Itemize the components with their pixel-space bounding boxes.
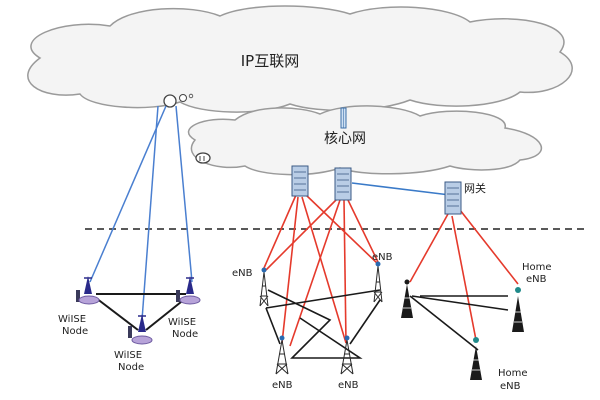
internet-cloud-shape xyxy=(27,5,573,113)
internet-core-connector xyxy=(340,107,347,129)
home-enb-bottom-line2: eNB xyxy=(500,381,521,392)
wiise-node-2: WiISE Node xyxy=(168,276,201,340)
enb-bottom-left: eNB xyxy=(272,335,293,391)
wireless-links xyxy=(89,105,193,321)
gateway-label: 网关 xyxy=(464,181,486,195)
home-enb-right-line1: Home xyxy=(522,262,552,273)
home-enb-tower-icon xyxy=(512,287,524,332)
internet-access-point-icon xyxy=(163,93,194,108)
internet-cloud: IP互联网 xyxy=(27,5,573,113)
core-network-cloud: 核心网 xyxy=(187,105,543,176)
enb-top-right-label: eNB xyxy=(372,252,393,263)
wiise-node-icon xyxy=(128,314,153,345)
home-enb-right: Home eNB xyxy=(512,262,552,332)
enb-top-left-label: eNB xyxy=(232,268,253,279)
enb-bottom-left-label: eNB xyxy=(272,380,293,391)
home-enb-right-line2: eNB xyxy=(526,274,547,285)
enb-top-right: eNB xyxy=(372,252,393,303)
wiise-node-2-line2: Node xyxy=(172,329,198,340)
internet-cloud-label: IP互联网 xyxy=(241,52,299,70)
enb-bottom-right-label: eNB xyxy=(338,380,359,391)
enb-tower-icon xyxy=(275,335,289,375)
gateway-server: 网关 xyxy=(444,181,486,215)
wiise-node-3: WiISE Node xyxy=(114,314,153,373)
enb-tower-icon xyxy=(259,267,269,307)
core-server-2 xyxy=(334,167,352,201)
enb-peer-links xyxy=(265,289,509,359)
enb-bottom-right: eNB xyxy=(338,335,359,391)
wiise-node-icon xyxy=(76,276,100,305)
gateway-core-link xyxy=(351,182,451,196)
home-enb-bottom-line1: Home xyxy=(498,368,528,379)
wiise-node-3-line1: WiISE xyxy=(114,350,142,361)
home-enb-tower-icon xyxy=(401,279,413,318)
wiise-node-1: WiISE Node xyxy=(58,276,100,337)
wiise-mesh-links xyxy=(95,293,187,331)
core-cloud-shape xyxy=(187,105,543,176)
wiise-node-1-line2: Node xyxy=(62,326,88,337)
enb-top-left: eNB xyxy=(232,267,269,307)
wiise-node-icon xyxy=(176,276,201,305)
home-enb-bottom: Home eNB xyxy=(470,337,528,392)
core-access-point-icon xyxy=(195,152,211,164)
enb-tower-icon xyxy=(373,261,383,303)
core-server-1 xyxy=(291,165,309,197)
enb-tower-icon xyxy=(340,335,354,375)
wiise-node-3-line2: Node xyxy=(118,362,144,373)
wiise-node-1-line1: WiISE xyxy=(58,314,86,325)
wiise-node-2-line1: WiISE xyxy=(168,317,196,328)
backhaul-links xyxy=(263,194,519,347)
home-enb-tower-unlabeled xyxy=(401,279,413,318)
home-enb-tower-icon xyxy=(470,337,482,380)
core-cloud-label: 核心网 xyxy=(324,131,366,147)
